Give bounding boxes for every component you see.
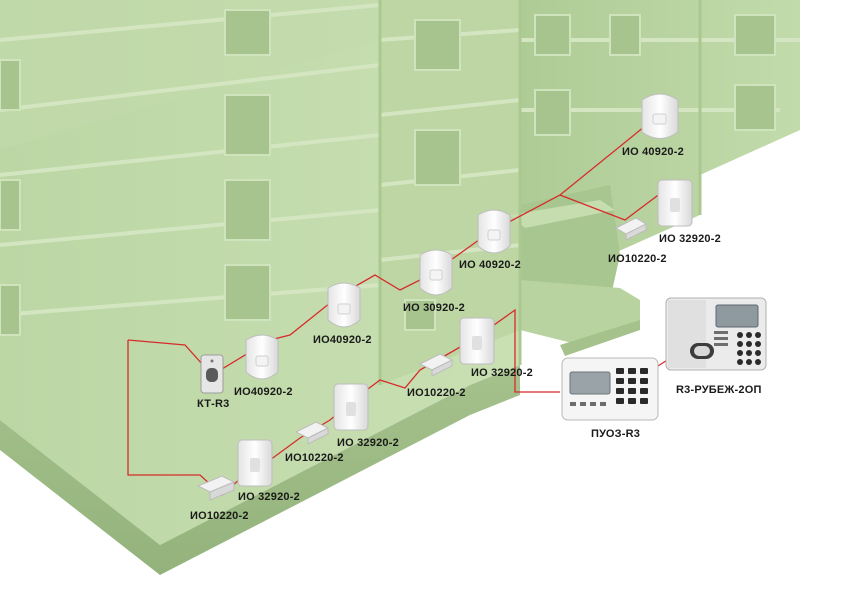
label-io10220-top-right: ИО10220-2 <box>608 253 667 265</box>
entrance-canopy <box>510 200 615 228</box>
motion-detector-left-lower <box>245 334 279 380</box>
glass-break-sensor-bottom <box>237 439 273 487</box>
label-io32920-mid: ИО 32920-2 <box>471 367 533 379</box>
building <box>0 0 800 575</box>
label-kt-r3: КТ-R3 <box>197 398 230 410</box>
magnetic-contact-bottom <box>196 475 236 501</box>
label-io32920-lower: ИО 32920-2 <box>337 437 399 449</box>
motion-detector-top-right <box>641 93 679 139</box>
puoz-r3-panel <box>561 357 659 421</box>
motion-detector-mid-40920 <box>477 209 511 254</box>
entrance-steps <box>520 280 640 345</box>
label-io32920-top-right: ИО 32920-2 <box>659 233 721 245</box>
label-io30920-mid: ИО 30920-2 <box>403 302 465 314</box>
windows <box>0 9 776 336</box>
glass-break-sensor-lower <box>333 383 369 431</box>
building-base <box>0 365 520 575</box>
kt-r3-reader <box>200 354 224 394</box>
label-io40920-top-right: ИО 40920-2 <box>622 146 684 158</box>
wire-right-sensors <box>559 189 666 221</box>
building-tower <box>380 0 520 385</box>
label-io40920-left-lower: ИО40920-2 <box>234 386 293 398</box>
label-io10220-mid: ИО10220-2 <box>407 387 466 399</box>
building-left-wing <box>0 0 380 150</box>
magnetic-contact-mid <box>418 353 454 377</box>
glass-break-sensor-top-right <box>657 179 693 227</box>
motion-detector-mid-30920 <box>419 249 453 296</box>
motion-detector-left-upper <box>327 282 361 328</box>
magnetic-contact-lower <box>294 421 330 445</box>
label-io10220-bottom: ИО10220-2 <box>190 510 249 522</box>
label-io32920-bottom: ИО 32920-2 <box>238 491 300 503</box>
magnetic-contact-top-right <box>614 217 648 241</box>
label-io10220-lower: ИО10220-2 <box>285 452 344 464</box>
label-io40920-mid: ИО 40920-2 <box>459 259 521 271</box>
label-r3-rubezh: R3-РУБЕЖ-2ОП <box>676 384 762 396</box>
label-puoz-r3: ПУОЗ-R3 <box>591 428 641 440</box>
glass-break-sensor-mid <box>459 317 495 365</box>
r3-rubezh-controller <box>665 297 767 371</box>
label-io40920-left-upper: ИО40920-2 <box>313 334 372 346</box>
